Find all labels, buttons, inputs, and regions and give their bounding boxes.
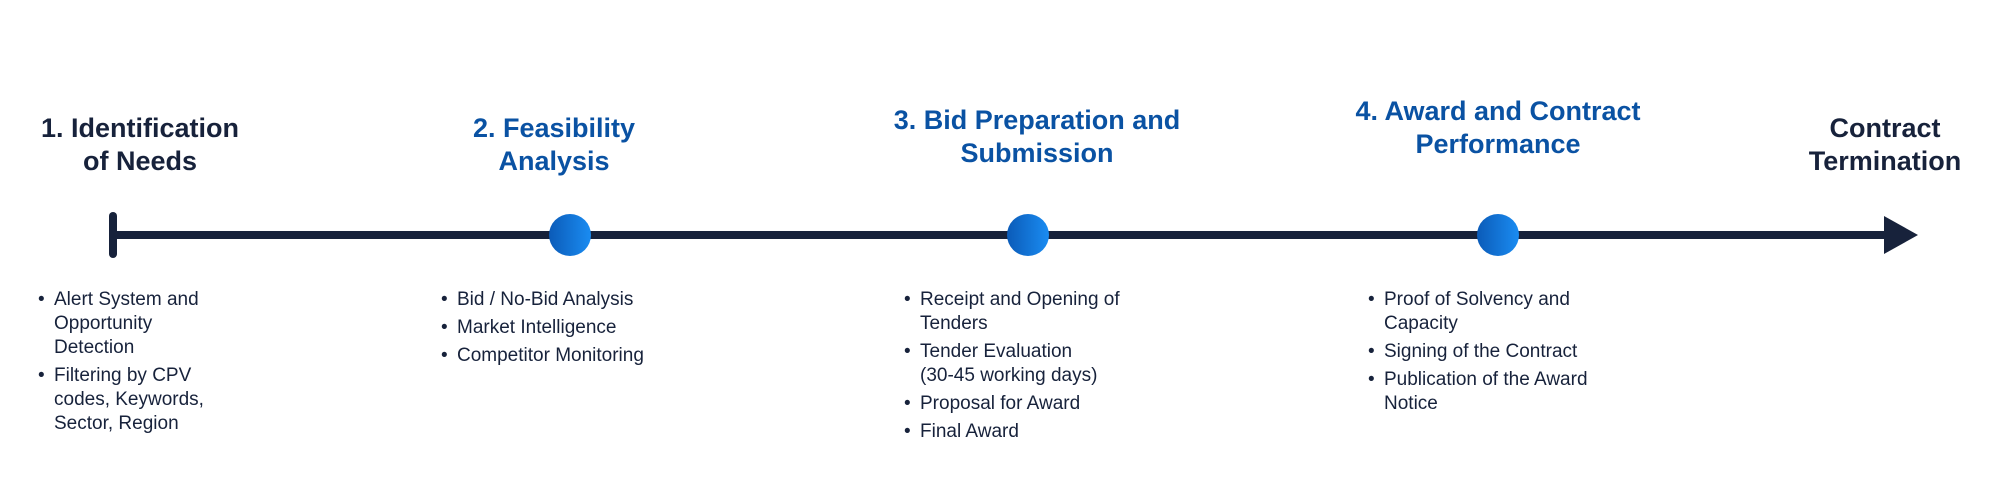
arrow-right-icon [1884, 216, 1918, 254]
list-item: Proof of Solvency and Capacity [1368, 288, 1588, 336]
list-item: Signing of the Contract [1368, 340, 1588, 364]
stage-4-list: Proof of Solvency and Capacity Signing o… [1368, 288, 1588, 420]
timeline-start-tick [109, 212, 117, 258]
stage-4-marker [1477, 214, 1519, 256]
list-item: Tender Evaluation (30-45 working days) [904, 340, 1120, 388]
list-item: Bid / No-Bid Analysis [441, 288, 644, 312]
stage-2-title: 2. Feasibility Analysis [472, 113, 636, 176]
end-title: Contract Termination [1808, 113, 1962, 176]
list-item: Market Intelligence [441, 316, 644, 340]
stage-2-marker [549, 214, 591, 256]
stage-3-marker [1007, 214, 1049, 256]
list-item: Filtering by CPV codes, Keywords, Sector… [38, 364, 204, 436]
stage-4-title: 4. Award and Contract Performance [1355, 96, 1641, 159]
stage-3-title: 3. Bid Preparation and Submission [893, 105, 1181, 168]
list-item: Final Award [904, 420, 1120, 444]
list-item: Competitor Monitoring [441, 344, 644, 368]
stage-3-list: Receipt and Opening of Tenders Tender Ev… [904, 288, 1120, 448]
list-item: Alert System and Opportunity Detection [38, 288, 204, 360]
stage-2-list: Bid / No-Bid Analysis Market Intelligenc… [441, 288, 644, 372]
stage-1-list: Alert System and Opportunity Detection F… [38, 288, 204, 440]
list-item: Proposal for Award [904, 392, 1120, 416]
list-item: Receipt and Opening of Tenders [904, 288, 1120, 336]
list-item: Publication of the Award Notice [1368, 368, 1588, 416]
stage-1-title: 1. Identification of Needs [40, 113, 240, 176]
